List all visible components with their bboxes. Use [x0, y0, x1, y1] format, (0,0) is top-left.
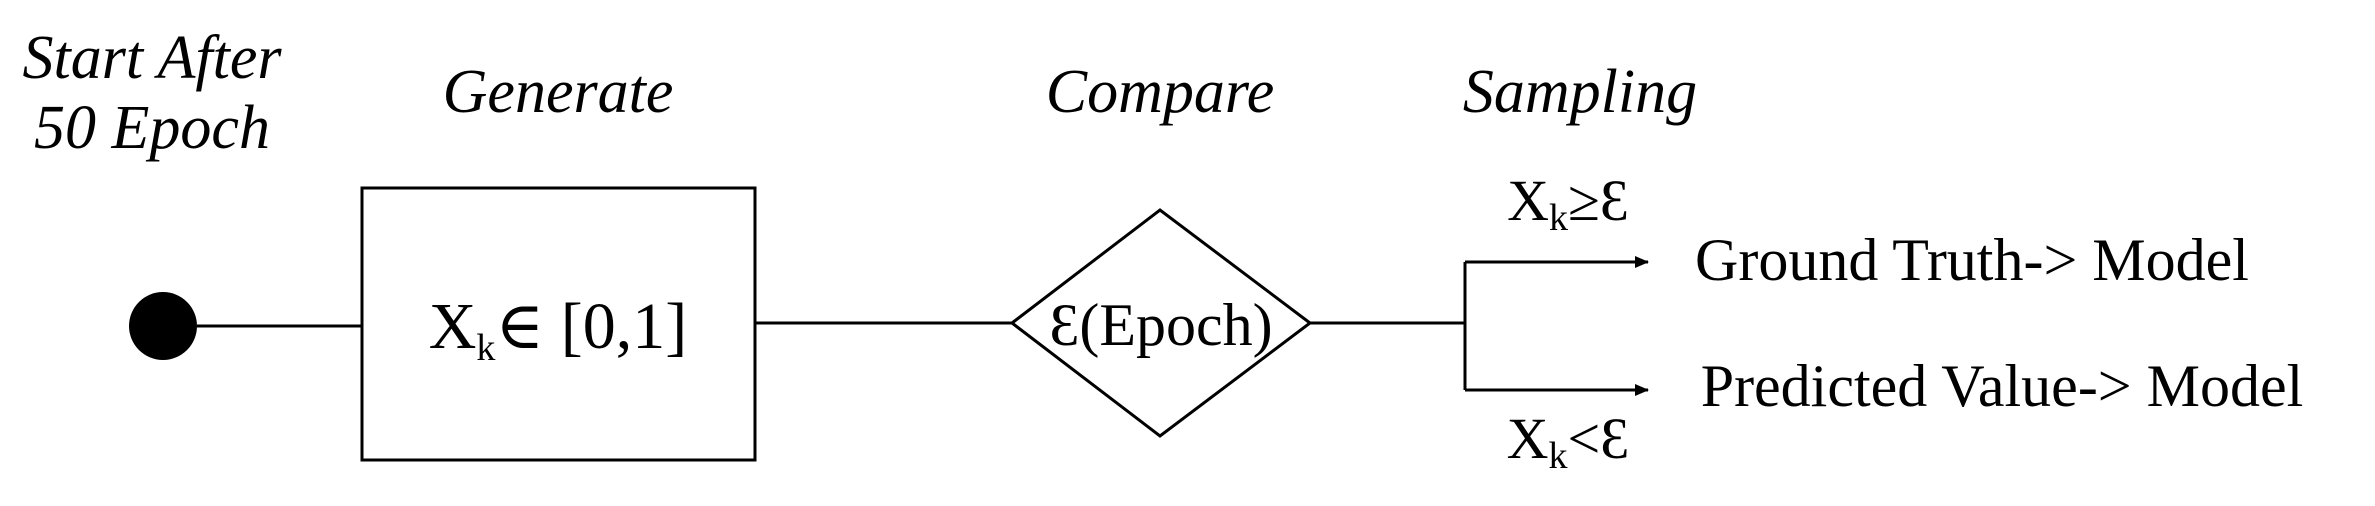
start-label-line2: 50 Epoch	[34, 94, 270, 162]
sampling-label: Sampling	[1463, 58, 1697, 126]
upper-condition-rest: ≥Ɛ	[1568, 168, 1629, 233]
upper-condition-var: X	[1507, 168, 1549, 233]
generate-box-text: Xk∈ [0,1]	[429, 290, 687, 369]
lower-condition-var: X	[1507, 406, 1549, 471]
lower-condition-subscript: k	[1549, 435, 1568, 477]
generate-var: X	[429, 290, 477, 363]
upper-branch-output: Ground Truth-> Model	[1695, 227, 2249, 293]
generate-var-subscript: k	[476, 327, 495, 369]
generate-range: ∈ [0,1]	[495, 290, 687, 363]
lower-branch-condition: Xk<Ɛ	[1507, 406, 1630, 477]
start-label-line1: Start After	[23, 24, 283, 92]
compare-label: Compare	[1046, 58, 1274, 126]
lower-condition-rest: <Ɛ	[1568, 406, 1630, 471]
generate-label: Generate	[443, 58, 674, 126]
upper-branch-condition: Xk≥Ɛ	[1507, 168, 1629, 239]
lower-branch-output: Predicted Value-> Model	[1701, 353, 2304, 419]
compare-diamond-text: Ɛ(Epoch)	[1049, 292, 1272, 358]
start-node	[129, 292, 197, 360]
upper-condition-subscript: k	[1549, 197, 1568, 239]
